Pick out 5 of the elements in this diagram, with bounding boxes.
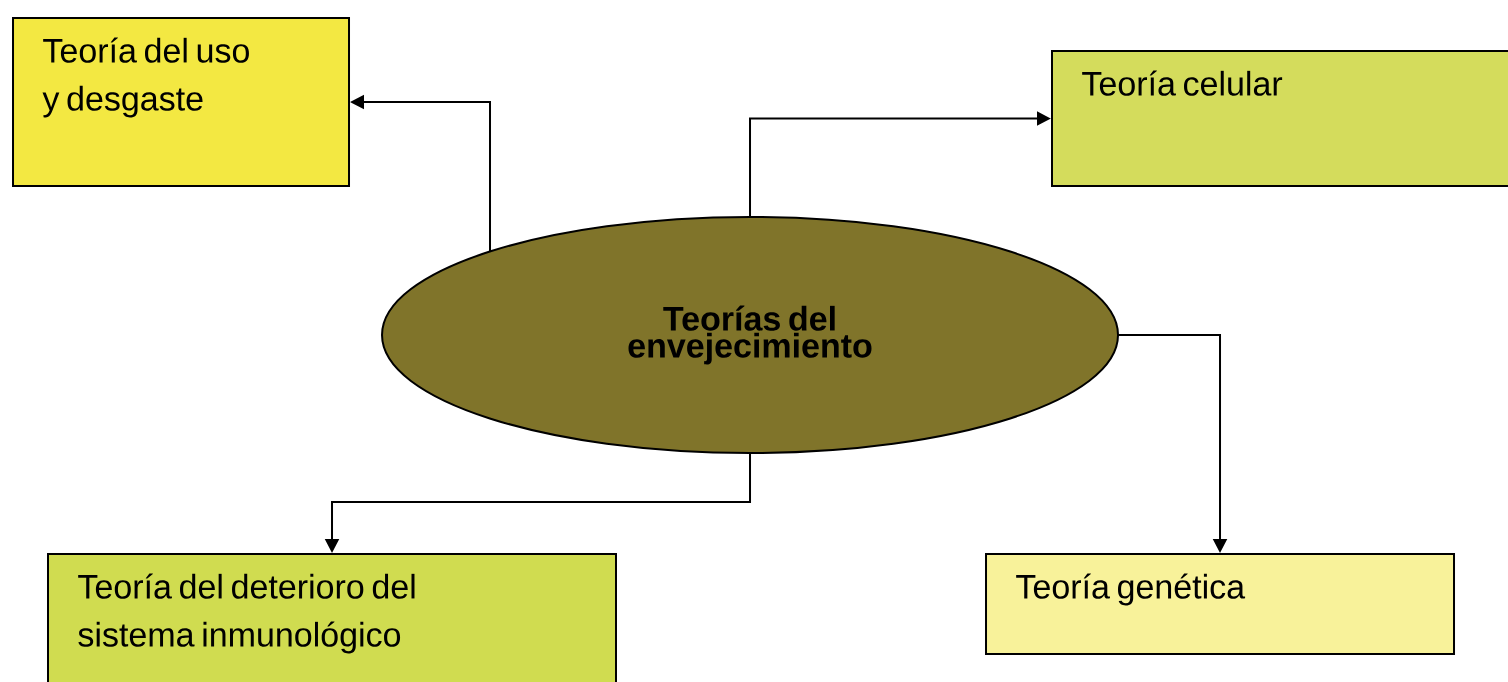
text-box: Teoría genética	[985, 553, 1455, 655]
text-box: Teoría celular	[1051, 50, 1508, 187]
text-box: Teoría del uso y desgaste	[12, 17, 350, 187]
ellipse-node: Teorías del envejecimiento	[381, 216, 1119, 454]
text-box: Teoría del deterioro del sistema inmunológico	[47, 553, 617, 682]
